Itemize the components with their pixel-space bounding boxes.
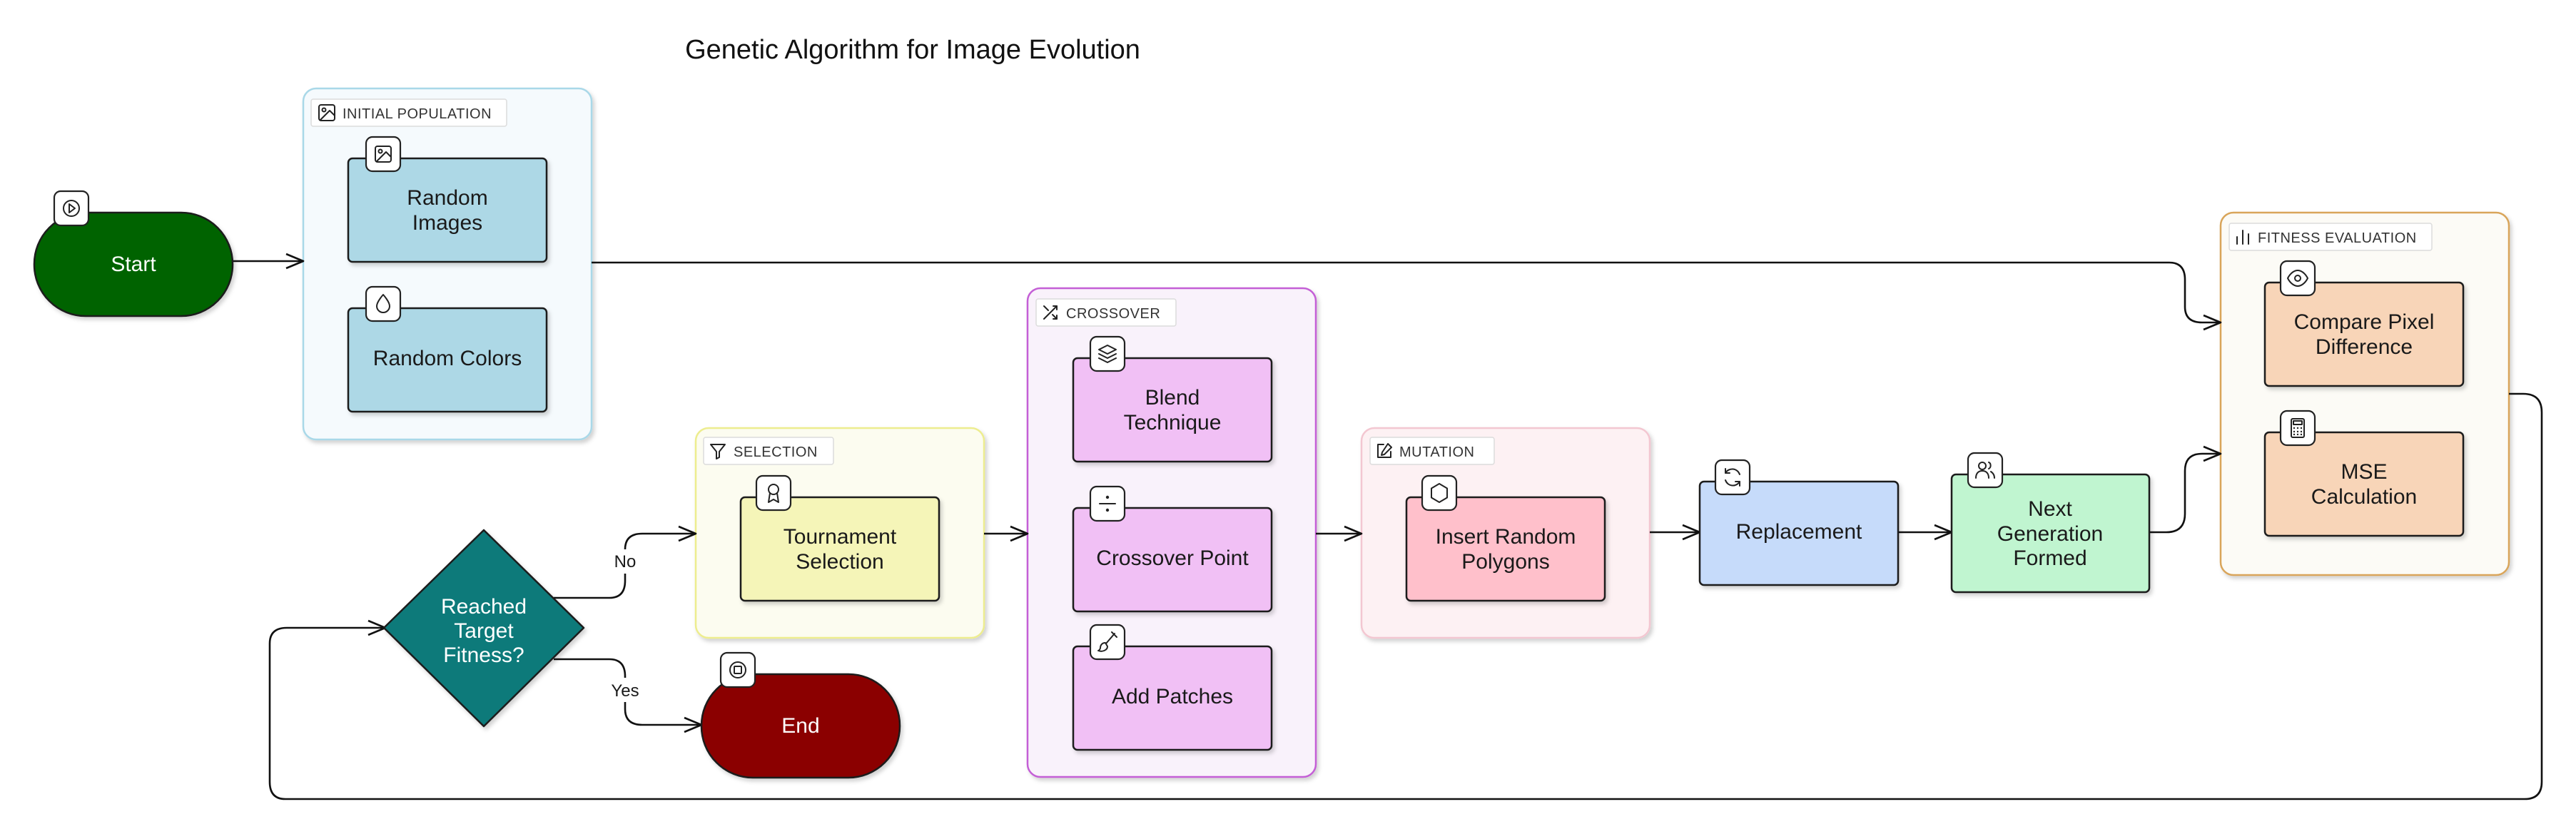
tournament-selection-label-line2: Selection [796,550,883,574]
group-label-crossover: CROSSOVER [1066,306,1160,322]
refresh-icon [1714,459,1751,496]
crossover-point-label: Crossover Point [1096,546,1249,570]
svg-text:Yes: Yes [611,681,639,701]
decision-node[interactable]: Reached Target Fitness? [382,529,585,728]
next-generation-label-line1: Next [2028,497,2072,521]
next-generation-label-line2: Generation [1997,522,2103,546]
tournament-selection-label-line1: Tournament [784,525,897,549]
group-label-initial-population: INITIAL POPULATION [343,106,492,122]
blend-technique-label-line2: Technique [1124,411,1222,434]
droplet-icon [365,285,402,322]
divide-icon [1089,485,1126,522]
group-label-fitness-evaluation: FITNESS EVALUATION [2258,230,2417,246]
end-node[interactable]: End [700,651,901,779]
filter-icon [710,444,726,459]
blend-technique-node[interactable]: Blend Technique [1072,335,1273,463]
stop-icon [719,651,756,688]
group-label-mutation: MUTATION [1399,444,1474,460]
eye-icon [2279,260,2316,297]
users-icon [1967,452,2004,489]
start-node[interactable]: Start [33,190,234,317]
play-icon [53,190,90,227]
end-label: End [781,714,819,738]
calculator-icon [2279,410,2316,447]
next-generation-node[interactable]: Next Generation Formed [1950,452,2151,594]
edge-next-generation-to-fitness [2149,445,2222,534]
edge-initial-population-to-fitness [592,261,2222,331]
random-colors-node[interactable]: Random Colors [347,285,548,413]
edge-label-no: No [608,549,642,574]
compare-pixel-node[interactable]: Compare Pixel Difference [2263,260,2465,387]
random-colors-label: Random Colors [373,347,522,370]
mse-label-line1: MSE [2341,460,2387,484]
insert-random-polygons-label-line2: Polygons [1461,550,1549,574]
edge-fitness-to-decision-loop [268,392,2543,800]
random-images-label-line1: Random [407,186,487,210]
start-label: Start [111,253,156,276]
replacement-label: Replacement [1736,520,1862,544]
image-icon [365,136,402,173]
mse-label-line2: Calculation [2311,485,2417,509]
hexagon-icon [1421,474,1458,512]
random-images-label-line2: Images [412,211,482,235]
next-generation-label-line3: Formed [2013,546,2086,570]
shuffle-icon [1043,305,1058,320]
group-label-selection: SELECTION [734,444,818,460]
edit-icon [1377,443,1392,458]
brush-icon [1089,624,1126,661]
decision-label-line3: Fitness? [443,644,524,667]
blend-technique-label-line1: Blend [1145,386,1200,410]
tournament-selection-node[interactable]: Tournament Selection [739,474,940,602]
decision-label-line1: Reached [441,595,527,619]
decision-label-line2: Target [454,619,514,643]
bar-chart-icon [2236,230,2249,245]
layers-icon [1089,335,1126,372]
random-images-node[interactable]: Random Images [347,136,548,263]
insert-random-polygons-node[interactable]: Insert Random Polygons [1405,474,1606,602]
award-icon [755,474,792,512]
add-patches-node[interactable]: Add Patches [1072,624,1273,751]
insert-random-polygons-label-line1: Insert Random [1436,525,1576,549]
compare-pixel-label-line2: Difference [2316,335,2413,359]
diagram-title: Genetic Algorithm for Image Evolution [685,35,1140,65]
compare-pixel-label-line1: Compare Pixel [2294,310,2435,334]
edge-label-yes: Yes [605,678,645,702]
mse-node[interactable]: MSE Calculation [2263,410,2465,537]
replacement-node[interactable]: Replacement [1698,459,1900,586]
image-icon [318,104,335,121]
add-patches-label: Add Patches [1112,685,1233,708]
crossover-point-node[interactable]: Crossover Point [1072,485,1273,613]
svg-text:No: No [614,552,637,571]
